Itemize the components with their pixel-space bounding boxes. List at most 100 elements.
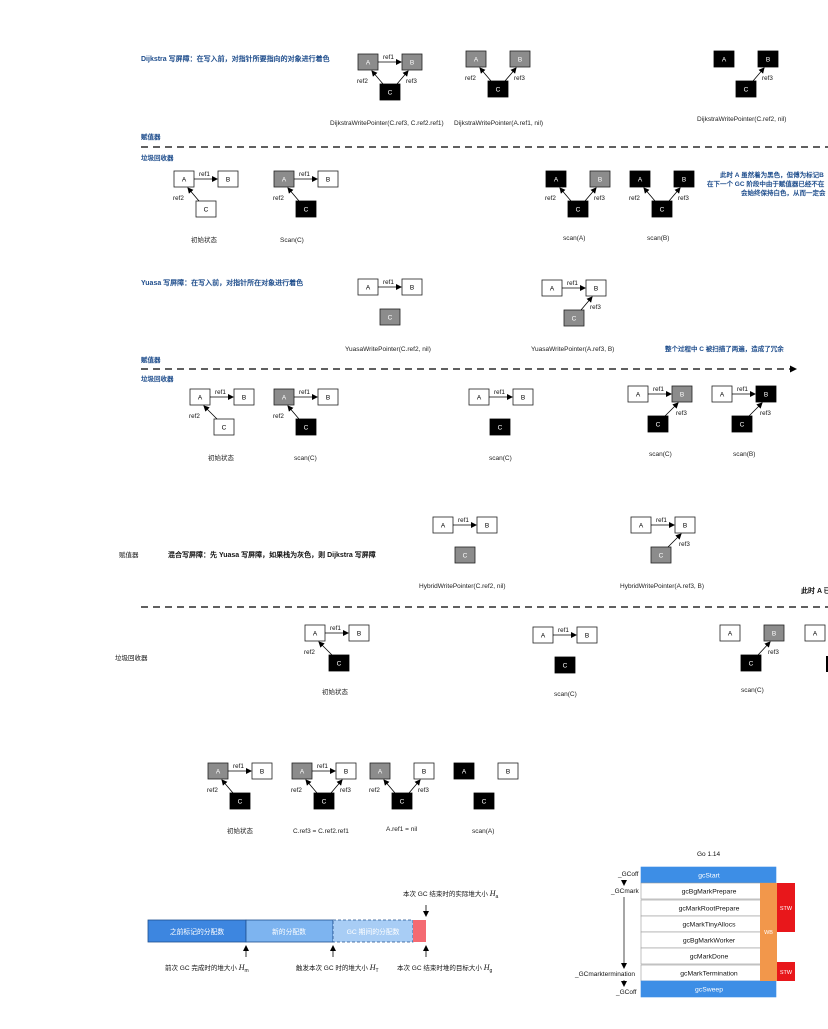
- collector-label-1: 垃圾回收器: [141, 153, 174, 162]
- label-ref2-s1c1: ref2: [173, 195, 184, 202]
- node-b-s2c2: B: [317, 388, 339, 406]
- node-a-s1c1: A: [173, 170, 195, 188]
- label-ref2-s2c1: ref2: [189, 413, 200, 420]
- node-c-s3m2: C: [650, 546, 672, 564]
- svg-text:A: A: [282, 177, 287, 184]
- svg-text:A: A: [182, 177, 187, 184]
- dijkstra-note-2: 在下一个 GC 阶段中由于赋值器已经不在: [707, 179, 825, 188]
- s4-caption-2: C.ref3 = C.ref2.ref1: [293, 828, 349, 835]
- dijkstra-title: Dijkstra 写屏障：在写入前，对指针所要指向的对象进行着色: [141, 54, 330, 63]
- node-c-s1m3: C: [735, 80, 757, 98]
- node-a-s3c2: A: [532, 626, 554, 644]
- node-a-s2c3: A: [468, 388, 490, 406]
- svg-text:gcMarkDone: gcMarkDone: [690, 954, 729, 961]
- hybrid-caption-2: HybridWritePointer(A.ref3, B): [620, 583, 704, 590]
- node-b-s3c3: B: [763, 624, 785, 642]
- node-a-s3c4: A: [804, 624, 826, 642]
- heap-bottom-label-1: 前次 GC 完成时的堆大小 Hm: [165, 963, 249, 974]
- svg-text:C: C: [498, 425, 503, 432]
- label-ref1-s4d2: ref1: [317, 763, 328, 770]
- label-ref1-s2c4: ref1: [653, 386, 664, 393]
- node-a-s2c2: A: [273, 388, 295, 406]
- svg-text:B: B: [357, 631, 361, 638]
- heap-segment-during-label: GC 期间的分配数: [347, 927, 400, 936]
- node-b-s1m3: B: [757, 50, 779, 68]
- node-a-s1c3: A: [545, 170, 567, 188]
- svg-text:A: A: [313, 631, 318, 638]
- yuasa-note: 整个过程中 C 被扫描了两遍，造成了冗余: [665, 344, 784, 353]
- svg-text:gcBgMarkPrepare: gcBgMarkPrepare: [682, 889, 737, 896]
- svg-text:gcMarkRootPrepare: gcMarkRootPrepare: [679, 906, 740, 913]
- node-b-s2m2: B: [585, 279, 607, 297]
- svg-text:B: B: [506, 769, 510, 776]
- svg-text:C: C: [576, 207, 581, 214]
- svg-text:A: A: [216, 769, 221, 776]
- label-ref1-s2m1: ref1: [383, 279, 394, 286]
- go114-title: Go 1.14: [697, 851, 721, 858]
- label-ref1-s3c2: ref1: [558, 627, 569, 634]
- edge-s4d3-r3: [408, 779, 421, 794]
- node-c-s4d1: C: [229, 792, 251, 810]
- collector-caption-2d: scan(C): [649, 451, 672, 458]
- wb-label: WB: [764, 930, 773, 936]
- assigner-label-1: 赋值器: [141, 132, 161, 141]
- svg-text:B: B: [680, 392, 684, 399]
- node-b-s4d3: B: [413, 762, 435, 780]
- node-c-s2c3: C: [489, 418, 511, 436]
- svg-text:gcMarkTermination: gcMarkTermination: [680, 971, 738, 978]
- svg-text:C: C: [740, 422, 745, 429]
- collector-caption-3b: scan(C): [554, 691, 577, 698]
- svg-text:C: C: [656, 422, 661, 429]
- go114-gc-chart: Go 1.14 _GCoff _GCmark _GCmarkterminatio…: [574, 851, 795, 998]
- svg-text:C: C: [337, 661, 342, 668]
- node-a-s3m1: A: [432, 516, 454, 534]
- svg-text:B: B: [518, 57, 522, 64]
- svg-text:C: C: [388, 90, 393, 97]
- heap-top-label: 本次 GC 结束时的实际堆大小 Ha: [403, 889, 498, 900]
- node-a-s4d3: A: [369, 762, 391, 780]
- dijkstra-note-3: 会始终保持白色，从而一定会: [741, 188, 826, 197]
- label-ref2-s1c2: ref2: [273, 195, 284, 202]
- node-a-s1m3: A: [713, 50, 735, 68]
- go114-step-gcMarkRootPrepare: gcMarkRootPrepare: [640, 899, 777, 917]
- svg-text:B: B: [326, 177, 330, 184]
- svg-text:A: A: [550, 286, 555, 293]
- svg-text:A: A: [638, 177, 643, 184]
- label-ref1-s2m2: ref1: [567, 280, 578, 287]
- svg-text:A: A: [198, 395, 203, 402]
- node-c-s3m1: C: [454, 546, 476, 564]
- node-b-s1c3: B: [589, 170, 611, 188]
- svg-text:A: A: [378, 769, 383, 776]
- phase-gcoff-1: _GCoff: [617, 871, 639, 878]
- svg-text:C: C: [304, 207, 309, 214]
- svg-text:gcMarkTinyAllocs: gcMarkTinyAllocs: [682, 922, 736, 929]
- collector-caption-2e: scan(B): [733, 451, 755, 458]
- dijkstra-caption-2: DijkstraWritePointer(A.ref1, nil): [454, 120, 543, 127]
- node-a-s3m2: A: [630, 516, 652, 534]
- svg-text:C: C: [204, 207, 209, 214]
- divider-2-arrowhead: [790, 365, 797, 373]
- s4-caption-1: 初始状态: [227, 826, 254, 835]
- node-c-s1c1: C: [195, 200, 217, 218]
- svg-text:C: C: [222, 425, 227, 432]
- yuasa-caption-1: YuasaWritePointer(C.ref2, nil): [345, 346, 431, 353]
- label-ref1-s1m1: ref1: [383, 54, 394, 61]
- label-ref2-s1m2: ref2: [465, 75, 476, 82]
- node-b-s4d2: B: [335, 762, 357, 780]
- svg-text:B: B: [344, 769, 348, 776]
- go114-steps: gcStartgcBgMarkPreparegcMarkRootPrepareg…: [640, 866, 777, 998]
- node-c-s1m1: C: [379, 83, 401, 101]
- stw-bar-2: [777, 962, 795, 981]
- go114-step-gcMarkTermination: gcMarkTermination: [640, 964, 777, 982]
- node-a-s2c4: A: [627, 385, 649, 403]
- node-b-s1c2: B: [317, 170, 339, 188]
- hybrid-title: 混合写屏障：先 Yuasa 写屏障，如果栈为灰色，则 Dijkstra 写屏障: [168, 550, 376, 559]
- svg-text:gcSweep: gcSweep: [695, 987, 723, 994]
- edge-s3m2-r3: [667, 533, 682, 548]
- svg-text:C: C: [482, 799, 487, 806]
- edge-s1c3-r2: [559, 187, 572, 202]
- svg-text:C: C: [659, 553, 664, 560]
- edge-s4d3-r2: [383, 779, 396, 794]
